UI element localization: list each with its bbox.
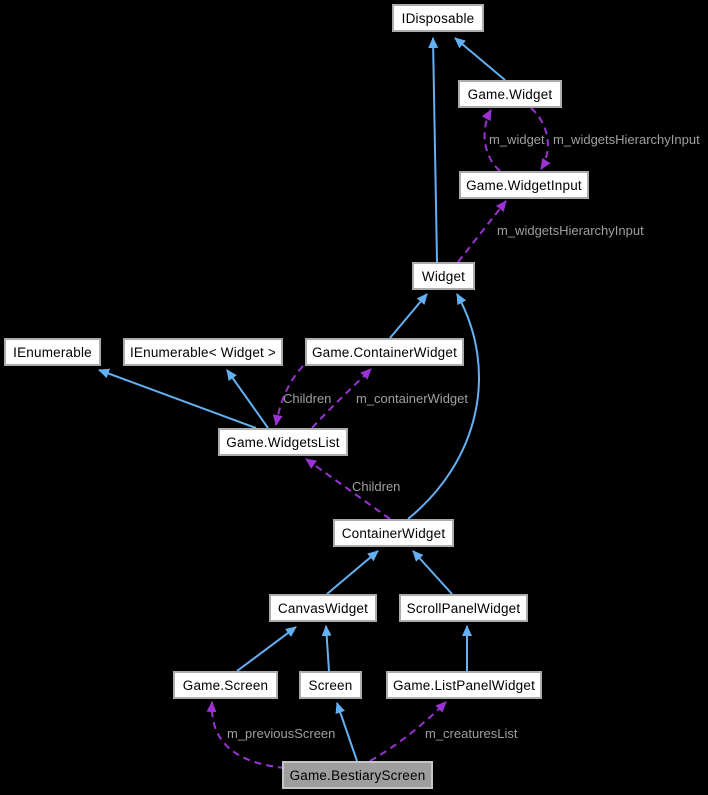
node-game-widgetslist[interactable]: Game.WidgetsList <box>218 428 348 456</box>
edge-m-widget <box>481 109 501 172</box>
edge-label-m-creatureslist: m_creaturesList <box>425 726 518 741</box>
node-game-widgetinput[interactable]: Game.WidgetInput <box>459 171 589 199</box>
edge-scrollpanelwidget-to-containerwidget <box>412 550 453 595</box>
edge-widgetslist-to-ienumerable <box>98 368 257 429</box>
node-idisposable[interactable]: IDisposable <box>392 4 484 32</box>
edge-screen-to-canvaswidget <box>321 625 332 672</box>
edge-children-lower <box>305 458 391 520</box>
edge-m-widgetshierarchyinput-mid <box>457 200 507 263</box>
edge-children-upper <box>272 365 304 426</box>
edge-m-containerwidget <box>311 368 372 429</box>
edge-label-m-widgetshierarchyinput-mid: m_widgetsHierarchyInput <box>497 223 644 238</box>
node-game-widget[interactable]: Game.Widget <box>458 80 562 108</box>
edge-label-m-widgetshierarchyinput-top: m_widgetsHierarchyInput <box>553 132 700 147</box>
edge-m-widgetshierarchyinput-top <box>530 107 551 170</box>
node-widget[interactable]: Widget <box>412 262 475 290</box>
node-game-listpanelwidget[interactable]: Game.ListPanelWidget <box>386 671 542 699</box>
node-game-screen[interactable]: Game.Screen <box>173 671 278 699</box>
edge-gamebestiaryscreen-to-screen <box>335 702 358 762</box>
edge-label-children-upper: Children <box>283 391 332 406</box>
edge-gamecontainerwidget-to-widget <box>389 293 428 339</box>
edge-label-m-widget: m_widget <box>489 132 545 147</box>
edge-label-m-containerwidget: m_containerWidget <box>356 391 468 406</box>
edge-m-previousscreen <box>206 701 286 769</box>
node-canvaswidget[interactable]: CanvasWidget <box>269 594 377 622</box>
edge-gamescreen-to-canvaswidget <box>236 626 297 672</box>
edge-canvaswidget-to-containerwidget <box>326 550 379 595</box>
edge-label-children-lower: Children <box>352 479 401 494</box>
node-game-containerwidget[interactable]: Game.ContainerWidget <box>305 338 464 366</box>
edge-containerwidget-to-widget <box>407 293 480 520</box>
edge-m-creatureslist <box>369 701 447 762</box>
node-containerwidget[interactable]: ContainerWidget <box>333 519 454 547</box>
node-ienumerable[interactable]: IEnumerable <box>4 338 101 366</box>
node-game-bestiaryscreen[interactable]: Game.BestiaryScreen <box>282 761 433 789</box>
node-ienumerable-widget[interactable]: IEnumerable< Widget > <box>123 338 283 366</box>
edge-label-m-previousscreen: m_previousScreen <box>227 726 336 741</box>
edge-widget-to-idisposable <box>428 37 439 263</box>
edge-widgetslist-to-ienumerable-widget <box>226 369 269 429</box>
node-screen[interactable]: Screen <box>299 671 362 699</box>
node-scrollpanelwidget[interactable]: ScrollPanelWidget <box>399 594 528 622</box>
edge-gamewidget-to-idisposable <box>454 37 506 81</box>
